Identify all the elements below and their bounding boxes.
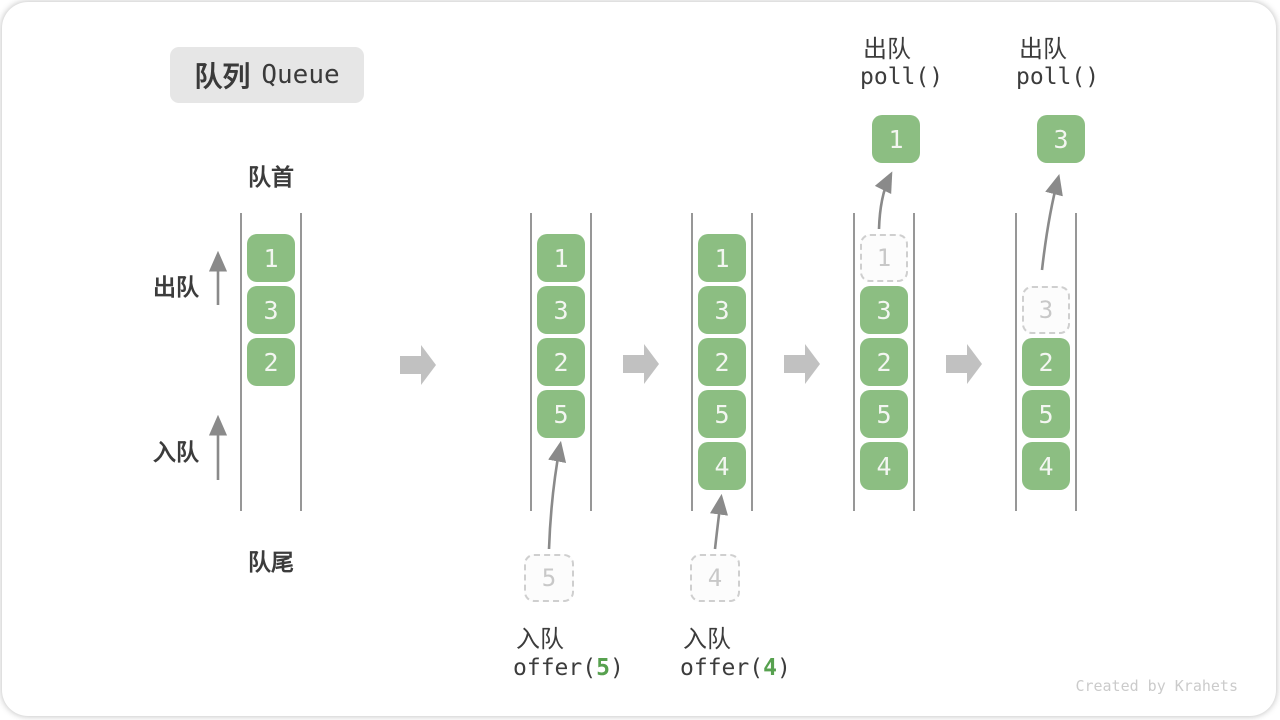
queue-rails-state5 [1015, 213, 1077, 511]
ghost-element: 1 [860, 234, 908, 282]
op-label-enqueue: 入队 [516, 626, 564, 653]
code-post: ) [609, 655, 624, 681]
popped-element: 3 [1037, 115, 1085, 163]
enqueue-side-label: 入队 [153, 439, 199, 465]
code-pre: offer( [513, 655, 597, 681]
op-label-enqueue: 入队 [683, 626, 731, 653]
queue-rear-label: 队尾 [248, 549, 294, 575]
state-transition-arrow-icon [784, 344, 820, 384]
queue-element: 4 [860, 442, 908, 490]
queue-rails-state1 [240, 213, 302, 511]
queue-element: 4 [1022, 442, 1070, 490]
queue-element: 1 [537, 234, 585, 282]
ghost-element: 3 [1022, 286, 1070, 334]
queue-element: 2 [698, 338, 746, 386]
queue-element: 2 [537, 338, 585, 386]
op-label-dequeue: 出队 [863, 36, 911, 63]
queue-element: 3 [247, 286, 295, 334]
code-post: ) [776, 655, 791, 681]
queue-element: 5 [860, 390, 908, 438]
queue-rails-state2 [530, 213, 592, 511]
code-pre: offer( [680, 655, 764, 681]
title-en: Queue [261, 60, 340, 90]
queue-element: 5 [537, 390, 585, 438]
op-label-dequeue: 出队 [1019, 36, 1067, 63]
watermark: Created by Krahets [1075, 677, 1238, 695]
op-code-offer: offer(5) [513, 655, 624, 681]
queue-element: 5 [1022, 390, 1070, 438]
queue-element: 3 [860, 286, 908, 334]
pending-element: 4 [690, 554, 740, 602]
queue-element: 2 [247, 338, 295, 386]
pending-element: 5 [524, 554, 574, 602]
queue-element: 2 [860, 338, 908, 386]
queue-element: 1 [247, 234, 295, 282]
queue-element: 3 [537, 286, 585, 334]
queue-front-label: 队首 [248, 164, 294, 190]
queue-element: 1 [698, 234, 746, 282]
popped-element: 1 [872, 115, 920, 163]
state-transition-arrow-icon [623, 344, 659, 384]
state-transition-arrow-icon [400, 345, 436, 385]
queue-rails-state3 [691, 213, 753, 511]
code-arg: 5 [596, 655, 610, 681]
title-zh: 队列 [194, 61, 251, 92]
queue-rails-state4 [853, 213, 915, 511]
op-code-poll: poll() [860, 64, 944, 90]
op-code-offer: offer(4) [680, 655, 791, 681]
state-transition-arrow-icon [946, 344, 982, 384]
queue-element: 4 [698, 442, 746, 490]
queue-element: 5 [698, 390, 746, 438]
queue-element: 3 [698, 286, 746, 334]
queue-element: 2 [1022, 338, 1070, 386]
code-arg: 4 [763, 655, 777, 681]
dequeue-side-label: 出队 [153, 274, 199, 300]
title-badge: 队列 Queue [170, 47, 364, 103]
op-code-poll: poll() [1016, 64, 1100, 90]
